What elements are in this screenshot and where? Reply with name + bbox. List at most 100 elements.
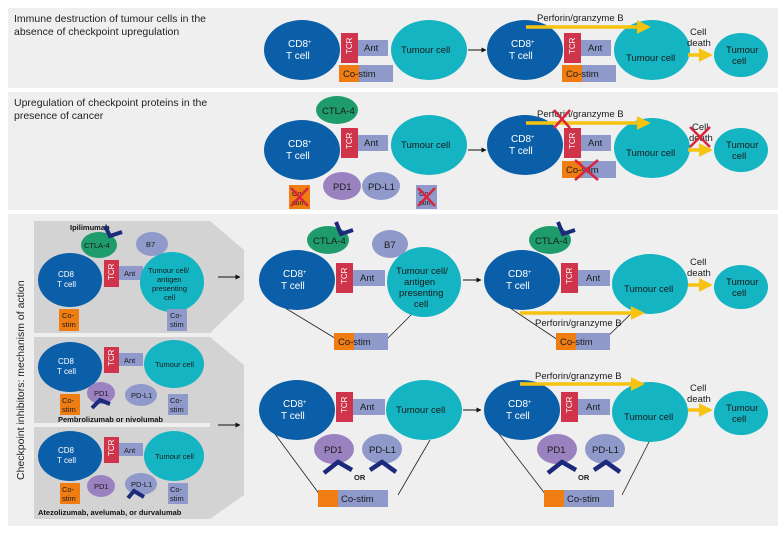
svg-text:CTLA-4: CTLA-4 (313, 236, 346, 247)
svg-text:OR: OR (578, 473, 590, 482)
svg-text:Cell: Cell (690, 383, 706, 394)
svg-text:Co-stim: Co-stim (341, 494, 374, 505)
svg-text:antigen: antigen (157, 275, 182, 284)
svg-text:Ant: Ant (360, 273, 375, 284)
svg-text:Ant: Ant (124, 356, 136, 365)
svg-text:PD1: PD1 (94, 389, 109, 398)
svg-text:PD-L1: PD-L1 (592, 445, 619, 456)
svg-text:CD8: CD8 (58, 270, 75, 279)
panel-2-title-line-2: presence of cancer (14, 110, 104, 122)
svg-text:T cell: T cell (286, 51, 310, 62)
svg-text:PD1: PD1 (94, 482, 109, 491)
svg-text:T cell: T cell (509, 51, 533, 62)
svg-text:T cell: T cell (281, 281, 305, 292)
svg-text:Ant: Ant (360, 402, 375, 413)
svg-text:stim: stim (170, 494, 184, 503)
svg-text:Ant: Ant (588, 138, 603, 149)
svg-text:T cell: T cell (57, 367, 76, 376)
svg-text:Co-stim: Co-stim (567, 494, 600, 505)
svg-text:Tumour: Tumour (726, 140, 758, 151)
svg-text:stim: stim (170, 320, 184, 329)
svg-text:PD1: PD1 (547, 445, 565, 456)
svg-text:Ipilimumab: Ipilimumab (70, 223, 110, 232)
panel-3-ctla4-scene-b: CD8+ T cell CTLA-4 Tumour cell TCR Ant P… (484, 221, 768, 350)
panel-1-scene-b: CD8+ T cell Tumour cell TCR Ant Co-stim … (487, 13, 768, 82)
svg-text:Co-stim: Co-stim (343, 69, 376, 80)
svg-text:T cell: T cell (57, 280, 76, 289)
svg-text:Co-stim: Co-stim (560, 337, 593, 348)
svg-text:Ant: Ant (124, 446, 136, 455)
svg-text:Co-: Co- (62, 485, 75, 494)
svg-text:TCR: TCR (568, 37, 577, 54)
svg-text:Tumour cell: Tumour cell (396, 405, 445, 416)
svg-text:Co-: Co- (170, 396, 183, 405)
svg-text:death: death (687, 268, 711, 279)
svg-text:cell: cell (164, 293, 176, 302)
pembrolizumab-mini: CD8 T cell TCR Ant Tumour cell PD1 PD-L1… (38, 340, 204, 424)
svg-text:PD-L1: PD-L1 (368, 182, 395, 193)
svg-text:cell: cell (732, 288, 746, 299)
svg-text:death: death (687, 38, 711, 49)
svg-text:Tumour cell/: Tumour cell/ (148, 266, 190, 275)
svg-text:CTLA-4: CTLA-4 (84, 241, 110, 250)
svg-text:CD8+: CD8+ (508, 269, 532, 280)
svg-text:Perforin/granzyme B: Perforin/granzyme B (537, 109, 624, 120)
svg-text:Co-: Co- (419, 189, 432, 198)
svg-text:CD8: CD8 (58, 446, 75, 455)
svg-text:Perforin/granzyme B: Perforin/granzyme B (535, 318, 622, 329)
svg-text:stim: stim (62, 405, 76, 414)
svg-text:B7: B7 (146, 240, 155, 249)
svg-text:Tumour cell: Tumour cell (401, 140, 450, 151)
svg-text:CD8+: CD8+ (288, 39, 312, 50)
svg-text:PD-L1: PD-L1 (131, 391, 152, 400)
svg-text:TCR: TCR (340, 267, 349, 284)
svg-text:PD1: PD1 (324, 445, 342, 456)
svg-text:Tumour cell: Tumour cell (624, 284, 673, 295)
svg-text:Ant: Ant (364, 43, 379, 54)
svg-text:antigen: antigen (404, 277, 435, 288)
svg-text:CD8+: CD8+ (511, 39, 535, 50)
svg-text:CD8+: CD8+ (288, 139, 312, 150)
panel-3-pd1-scene-a: CD8+ T cell Tumour cell TCR Ant PD1 PD-L… (259, 380, 462, 507)
svg-text:Perforin/granzyme B: Perforin/granzyme B (535, 371, 622, 382)
svg-text:Ant: Ant (364, 138, 379, 149)
svg-text:Tumour: Tumour (726, 45, 758, 56)
panel-3-ctla4-scene-a: CD8+ T cell CTLA-4 B7 Tumour cell/ antig… (259, 221, 461, 350)
svg-text:Perforin/granzyme B: Perforin/granzyme B (537, 13, 624, 24)
svg-text:Cell: Cell (690, 257, 706, 268)
svg-text:TCR: TCR (107, 349, 116, 366)
svg-text:CD8+: CD8+ (283, 399, 307, 410)
svg-text:Co-: Co- (62, 396, 75, 405)
svg-text:Cell: Cell (692, 122, 708, 133)
svg-text:T cell: T cell (281, 411, 305, 422)
svg-text:Tumour cell: Tumour cell (401, 45, 450, 56)
svg-text:Co-: Co- (170, 485, 183, 494)
svg-text:stim: stim (62, 494, 76, 503)
svg-text:Cell: Cell (690, 27, 706, 38)
panel-1-title-line-1: Immune destruction of tumour cells in th… (14, 13, 206, 25)
svg-text:cell: cell (732, 56, 746, 67)
panel-2-title-line-1: Upregulation of checkpoint proteins in t… (14, 97, 207, 109)
svg-text:TCR: TCR (345, 37, 354, 54)
svg-text:death: death (687, 394, 711, 405)
svg-text:Tumour cell/: Tumour cell/ (396, 266, 448, 277)
svg-text:PD-L1: PD-L1 (131, 480, 152, 489)
svg-text:T cell: T cell (509, 146, 533, 157)
svg-text:TCR: TCR (568, 132, 577, 149)
svg-text:OR: OR (354, 473, 366, 482)
svg-text:presenting: presenting (152, 284, 187, 293)
svg-text:Tumour: Tumour (726, 277, 758, 288)
svg-text:Tumour: Tumour (726, 403, 758, 414)
svg-text:Ant: Ant (588, 43, 603, 54)
svg-text:CTLA-4: CTLA-4 (322, 106, 355, 117)
svg-text:cell: cell (414, 299, 428, 310)
svg-text:CD8: CD8 (58, 357, 75, 366)
svg-text:presenting: presenting (399, 288, 443, 299)
svg-text:TCR: TCR (107, 439, 116, 456)
svg-text:Ant: Ant (586, 402, 601, 413)
svg-text:Tumour cell: Tumour cell (155, 452, 194, 461)
svg-text:T cell: T cell (57, 456, 76, 465)
svg-text:T cell: T cell (286, 151, 310, 162)
svg-text:Tumour cell: Tumour cell (626, 53, 675, 64)
